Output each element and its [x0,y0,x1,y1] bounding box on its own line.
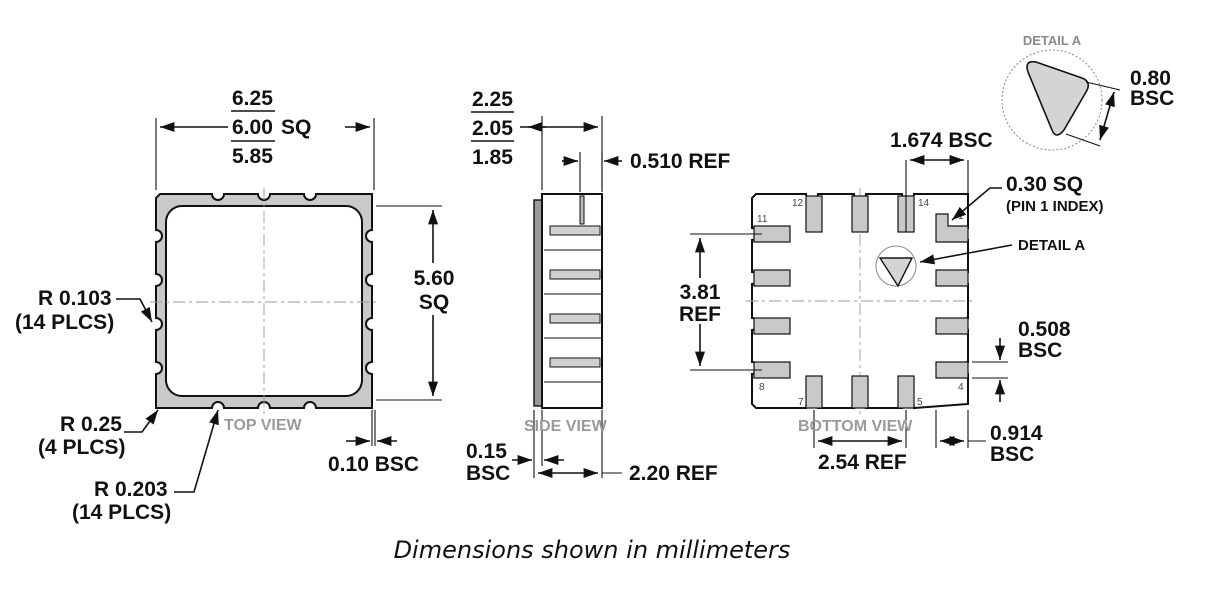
pad-height-dim: 0.508 [1018,318,1071,341]
top-width-sq: SQ [281,116,311,139]
side-view-label: SIDE VIEW [524,418,608,435]
detail-a-dim-bsc: BSC [1130,87,1174,110]
bottom-view: 1 4 5 7 8 11 12 14 DETAIL A 1.674 BSC 0.… [679,129,1104,474]
detail-a-pad [1026,60,1090,136]
pad-leader [951,187,1002,221]
pad-dim: 0.30 SQ [1006,173,1083,196]
radius-side-value: R 0.103 [38,287,112,310]
base-dim-bsc: BSC [466,462,510,485]
detail-a-dim-value: 0.80 [1130,67,1171,90]
top-view: 6.25 6.00 SQ 5.85 5.60 SQ R 0.103 (14 PL… [15,87,454,524]
top-width-max: 6.25 [232,87,273,110]
detail-a-callout: DETAIL A [1018,237,1085,254]
lid-ref-dim: 0.510 REF [630,150,731,173]
detail-a-marker-circle [875,245,917,287]
pin-label-12: 12 [792,198,804,209]
pad-height-bsc: BSC [1018,339,1062,362]
lid-dim-value: 5.60 [414,267,455,290]
pitch-bottom-dim: 2.54 REF [818,451,907,474]
radius-edge-count: (14 PLCS) [72,501,171,524]
radius-side-leader [116,298,153,323]
pin-label-8: 8 [759,382,765,393]
bottom-view-label: BOTTOM VIEW [798,418,913,435]
detail-a-dim-arrow [1099,91,1115,141]
vert-dim: 3.81 [680,281,721,304]
detail-a-ext-1 [1085,81,1121,91]
body-ref-dim: 2.20 REF [629,462,718,485]
pin-label-4: 4 [958,382,964,393]
edge-dim: 0.914 [990,422,1043,445]
radius-edge-value: R 0.203 [94,478,168,501]
side-view: 2.25 2.05 1.85 0.510 REF 0.15 BSC 2.20 R… [466,88,731,485]
bottom-view-pads [753,195,969,409]
top-width-min: 5.85 [232,145,273,168]
radius-corner-value: R 0.25 [60,413,122,436]
base-dim: 0.15 [466,440,507,463]
side-height-nom: 2.05 [472,117,513,140]
radius-side-count: (14 PLCS) [15,311,114,334]
side-height-min: 1.85 [472,146,513,169]
radius-corner-count: (4 PLCS) [38,436,126,459]
pin-label-7: 7 [798,397,804,408]
detail-a: DETAIL A 0.80 BSC [1001,33,1174,151]
detail-a-ext-2 [1065,133,1101,147]
radius-corner-leader [124,409,159,433]
units-caption: Dimensions shown in millimeters [394,536,791,564]
pin-label-14: 14 [918,198,930,209]
detail-a-leader [919,244,1013,265]
detail-a-marker-triangle [878,257,914,288]
lid-dim-sq: SQ [419,291,449,314]
side-height-max: 2.25 [472,88,513,111]
vert-dim-ref: REF [679,303,721,326]
edge-dim-bsc: BSC [990,443,1034,466]
pin-label-5: 5 [917,397,923,408]
offset-dim: 0.10 BSC [328,453,419,476]
top-width-nom: 6.00 [232,116,273,139]
pad-note: (PIN 1 INDEX) [1006,198,1104,215]
detail-a-title: DETAIL A [1023,33,1082,48]
pin-label-11: 11 [757,214,768,225]
radius-edge-leader [174,409,219,493]
pitch-top-dim: 1.674 BSC [890,129,993,152]
top-view-label: TOP VIEW [224,417,303,434]
side-view-pads [544,195,602,383]
